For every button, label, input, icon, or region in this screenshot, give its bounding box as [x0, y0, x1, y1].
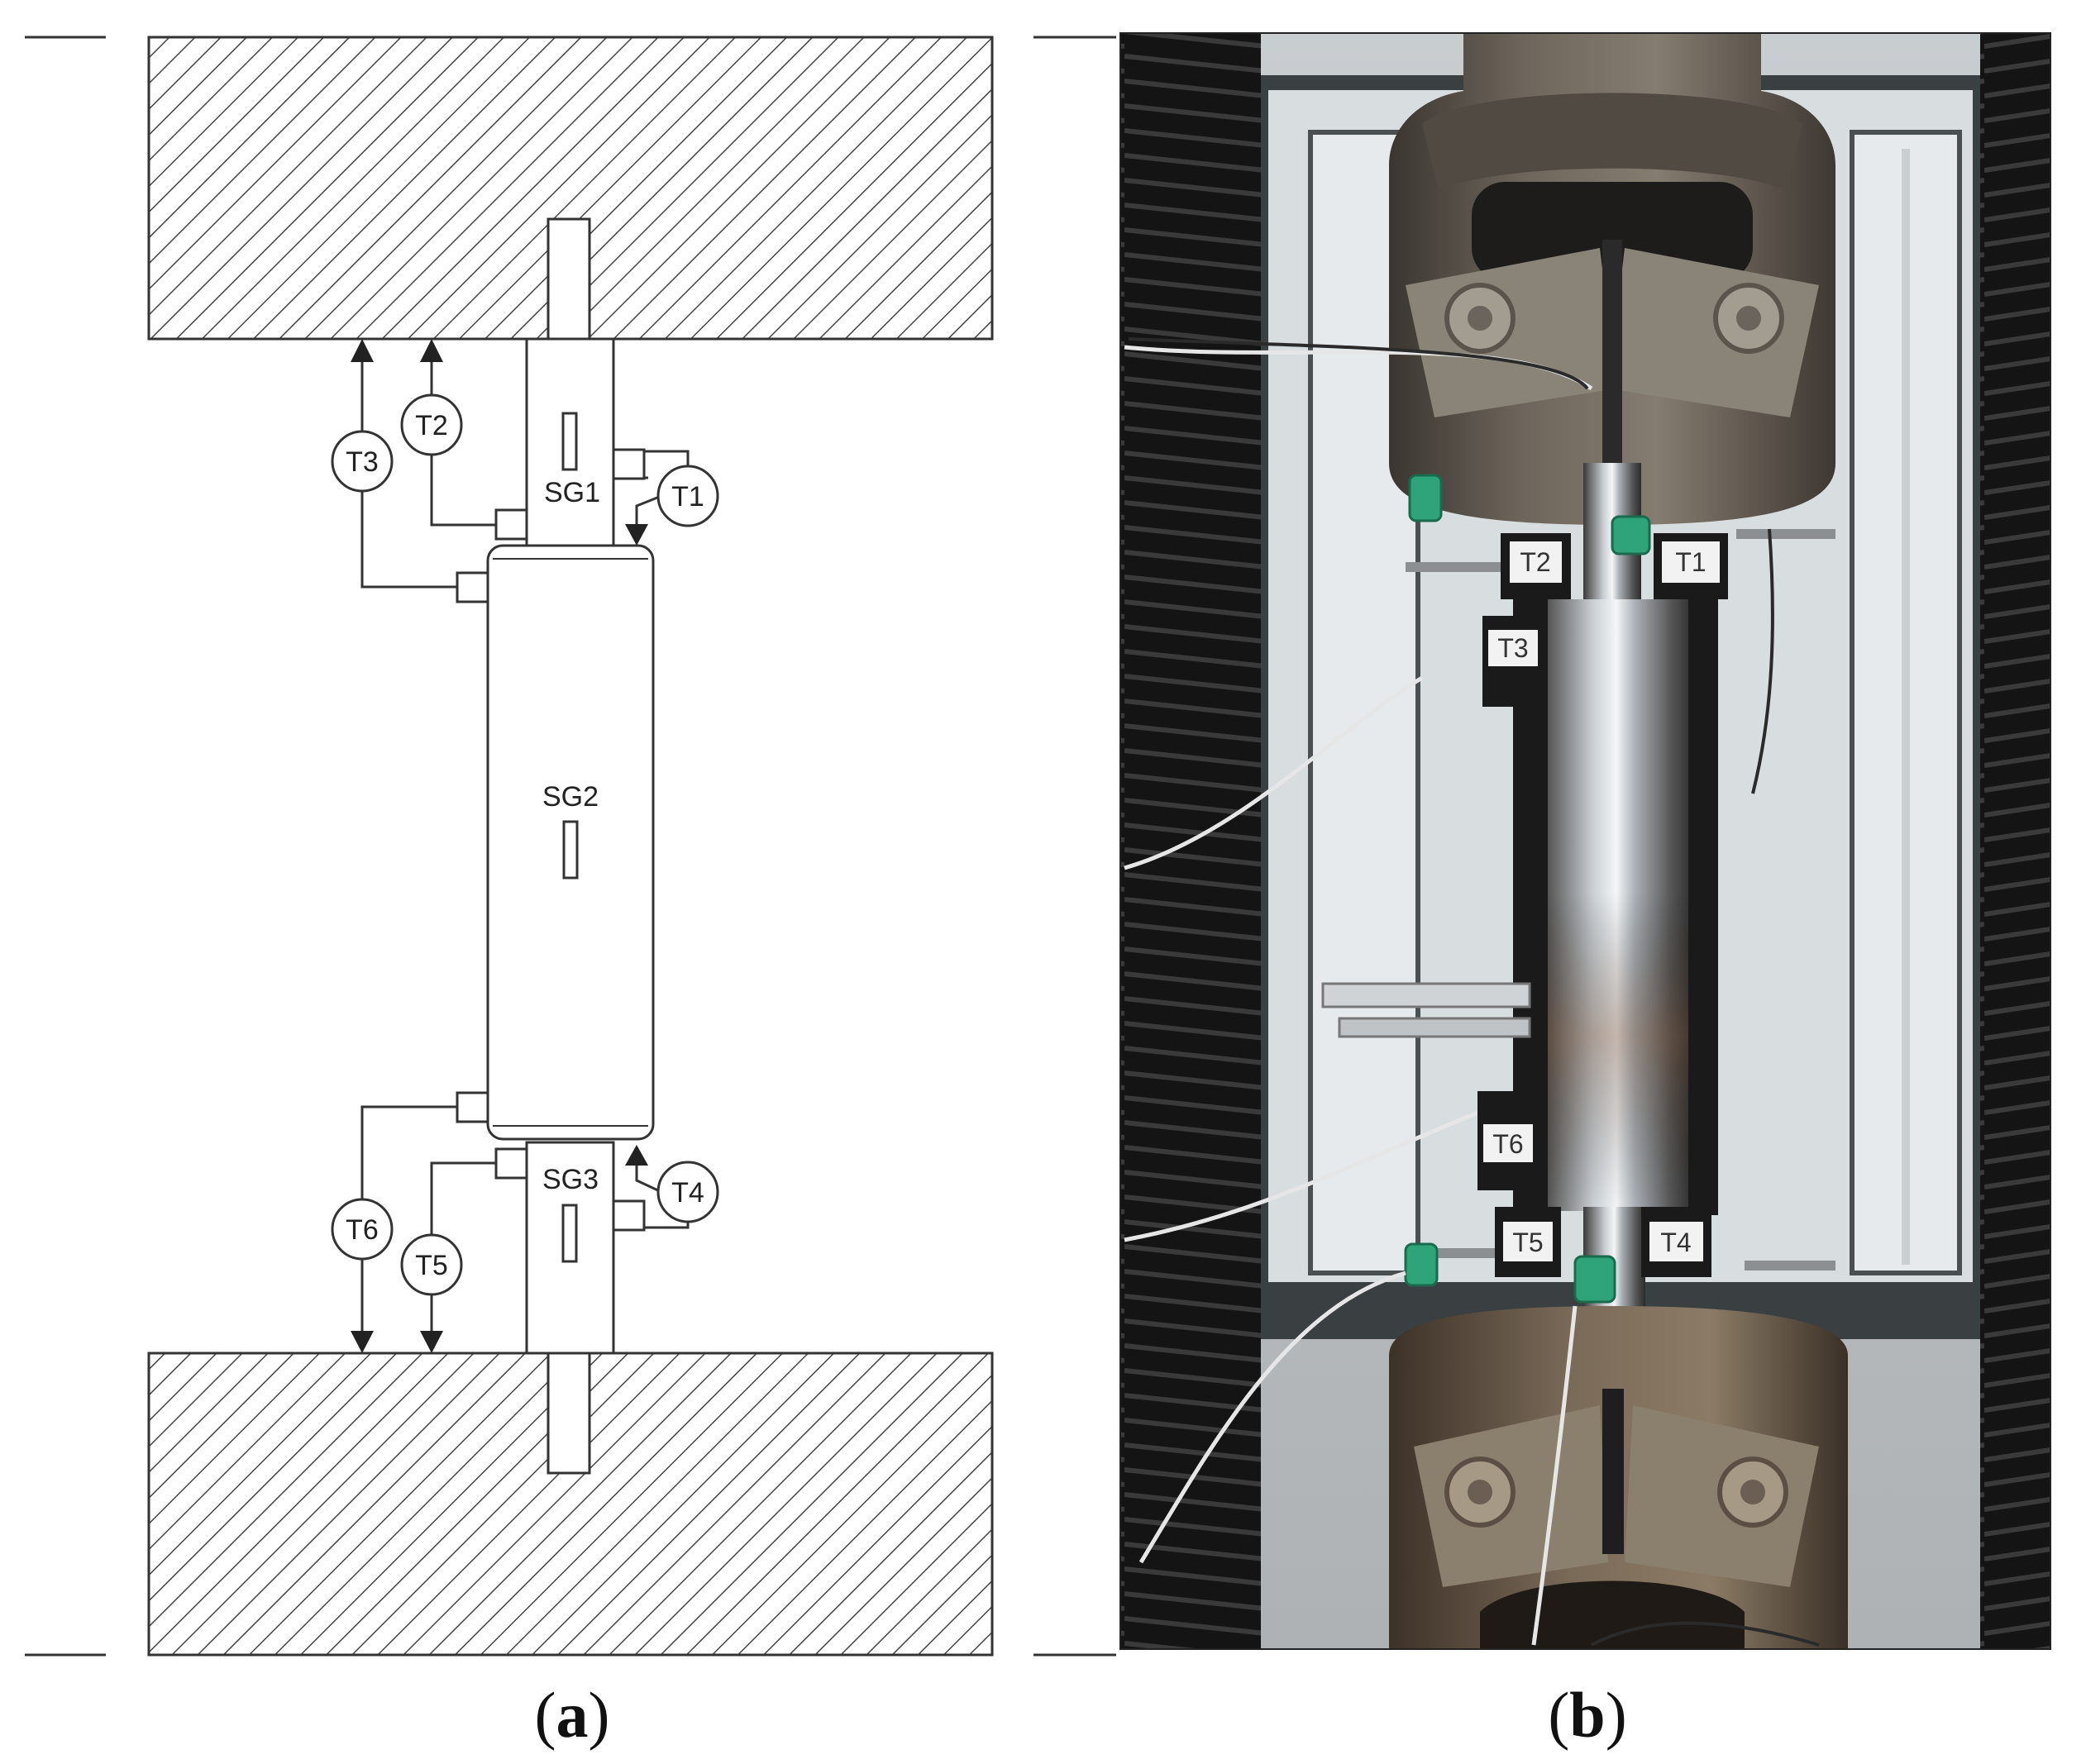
- strain-gauge-sg1: [561, 412, 578, 471]
- strain-gauge-sg3: [561, 1204, 578, 1263]
- t5-label: T5: [415, 1250, 448, 1281]
- photo-t2-label: T2: [1520, 547, 1550, 577]
- photo-t1-label: T1: [1675, 547, 1706, 577]
- photo-t6-label: T6: [1492, 1129, 1523, 1159]
- green-sensor-head-4: [1573, 1255, 1616, 1304]
- transducer-t4: [656, 1161, 719, 1223]
- sensor-block-t3: [456, 571, 489, 603]
- t2-label: T2: [415, 410, 448, 441]
- caption-b-letter: b: [1569, 1679, 1606, 1751]
- schematic-panel: SG1 SG2 SG3: [25, 36, 1116, 1657]
- sg2-label: SG2: [542, 781, 599, 813]
- green-sensor-head-2: [1611, 515, 1651, 555]
- sensor-block-t5: [494, 1147, 528, 1180]
- sensor-block-t1: [612, 448, 646, 480]
- green-sensor-head-1: [1408, 474, 1443, 522]
- caption-a-letter: a: [556, 1679, 589, 1751]
- upper-rod-slot: [547, 217, 591, 341]
- transducer-t6: [331, 1198, 394, 1261]
- t3-label: T3: [346, 446, 379, 478]
- transducer-t5: [400, 1233, 463, 1296]
- photo-t3-label: T3: [1497, 633, 1528, 663]
- sensor-block-t4: [612, 1199, 646, 1232]
- transducer-t1: [656, 465, 719, 527]
- t1-label: T1: [671, 481, 704, 513]
- photo-t5-label: T5: [1512, 1228, 1543, 1257]
- strain-gauge-sg2: [562, 820, 579, 880]
- sensor-block-t6: [456, 1091, 489, 1123]
- sensor-block-t2: [494, 508, 528, 541]
- sg1-label: SG1: [544, 477, 600, 508]
- lower-rod-slot: [547, 1352, 591, 1475]
- right-louver-panel: [1980, 33, 2050, 1649]
- t4-label: T4: [671, 1177, 704, 1209]
- sg3-label: SG3: [542, 1164, 599, 1195]
- photo-t4-label: T4: [1660, 1228, 1691, 1257]
- transducer-t3: [331, 430, 394, 493]
- caption-b: (b): [1548, 1679, 1627, 1751]
- t6-label: T6: [346, 1214, 379, 1246]
- green-sensor-head-3: [1404, 1242, 1439, 1287]
- transducer-t2: [400, 393, 463, 456]
- photo-panel: T2 T1 T3 T6 T5 T4: [1119, 32, 2051, 1650]
- caption-a: (a): [534, 1679, 610, 1751]
